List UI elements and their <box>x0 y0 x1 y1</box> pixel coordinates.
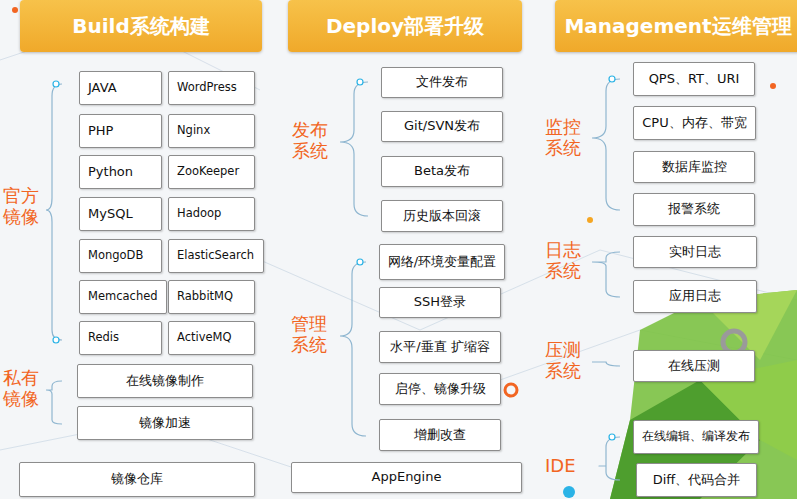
box-text: 数据库监控 <box>662 160 727 175</box>
box-text: 应用日志 <box>669 289 721 304</box>
image-box: MongoDB <box>79 239 162 273</box>
box-text: 在线镜像制作 <box>126 374 204 389</box>
box-text: 实时日志 <box>669 245 721 260</box>
feature-box: 文件发布 <box>381 67 503 98</box>
box-text: Python <box>88 165 133 180</box>
group-label-text: 发布系统 <box>292 119 328 161</box>
image-box: WordPress <box>168 71 255 105</box>
header-band: Management运维管理 <box>555 0 797 52</box>
group-label: 官方镜像 <box>3 186 43 227</box>
box-text: Memcached <box>88 290 158 303</box>
feature-box: QPS、RT、URI <box>633 62 755 96</box>
group-label: 管理系统 <box>291 314 331 355</box>
group-label-text: IDE <box>545 455 576 476</box>
box-text: Hadoop <box>177 207 221 220</box>
image-box: Python <box>79 155 162 189</box>
image-box: RabbitMQ <box>168 280 255 314</box>
group-label-text: 压测系统 <box>545 339 581 381</box>
box-text: ActiveMQ <box>177 331 232 344</box>
box-text: 水平/垂直 扩缩容 <box>390 340 490 355</box>
group-label: IDE <box>545 456 599 477</box>
box-text: Diff、代码合并 <box>653 473 741 488</box>
box-text: 报警系统 <box>668 202 720 217</box>
box-text: Nginx <box>177 124 210 137</box>
header-band: Deploy部署升级 <box>288 0 522 52</box>
feature-box: Beta发布 <box>381 156 503 187</box>
group-label: 日志系统 <box>545 240 585 281</box>
feature-box: 应用日志 <box>633 280 757 313</box>
image-box: MySQL <box>79 197 162 231</box>
box-text: PHP <box>88 124 113 139</box>
box-text: 启停、镜像升级 <box>395 382 486 397</box>
group-label-text: 日志系统 <box>545 239 581 281</box>
group-label: 发布系统 <box>292 120 332 161</box>
image-box: Hadoop <box>168 197 255 231</box>
header-band: Build系统构建 <box>20 0 262 52</box>
feature-box: CPU、内存、带宽 <box>633 106 756 140</box>
box-text: Management运维管理 <box>564 15 791 38</box>
box-text: ZooKeeper <box>177 165 239 178</box>
box-text: Git/SVN发布 <box>404 119 480 134</box>
box-text: 增删改查 <box>414 428 466 443</box>
group-label-text: 官方镜像 <box>3 185 39 227</box>
feature-box: 数据库监控 <box>633 151 755 183</box>
box-text: JAVA <box>88 81 117 96</box>
box-text: QPS、RT、URI <box>649 72 740 87</box>
feature-box: 在线压测 <box>633 350 755 382</box>
group-label: 私有镜像 <box>3 368 43 409</box>
image-box: Redis <box>79 321 162 355</box>
box-text: RabbitMQ <box>177 290 233 303</box>
box-text: 网络/环境变量配置 <box>388 255 496 270</box>
box-text: Deploy部署升级 <box>326 15 484 38</box>
box-text: ElasticSearch <box>177 249 254 262</box>
image-box: ElasticSearch <box>168 239 264 273</box>
group-label-text: 监控系统 <box>545 116 581 158</box>
box-text: 在线压测 <box>668 359 720 374</box>
feature-box: 实时日志 <box>633 236 757 268</box>
feature-box: 增删改查 <box>379 419 501 451</box>
box-text: AppEngine <box>372 470 442 485</box>
feature-box: 历史版本回滚 <box>381 200 503 232</box>
feature-box: 报警系统 <box>633 193 755 226</box>
image-box: ActiveMQ <box>168 321 255 355</box>
feature-box: 水平/垂直 扩缩容 <box>379 331 501 363</box>
box-text: 历史版本回滚 <box>403 209 481 224</box>
box-text: Redis <box>88 331 119 344</box>
box-text: SSH登录 <box>414 295 466 310</box>
feature-box: 在线镜像制作 <box>77 364 253 398</box>
feature-box: 在线编辑、编译发布 <box>633 420 759 454</box>
box-text: CPU、内存、带宽 <box>642 116 746 131</box>
feature-box: Diff、代码合并 <box>636 463 757 497</box>
image-box: Memcached <box>79 280 167 314</box>
box-text: WordPress <box>177 81 237 94</box>
image-box: PHP <box>79 114 162 148</box>
group-label: 压测系统 <box>545 340 585 381</box>
feature-box: 网络/环境变量配置 <box>379 244 505 280</box>
box-text: MongoDB <box>88 249 143 262</box>
feature-box: SSH登录 <box>379 287 501 318</box>
base-box: AppEngine <box>291 462 522 493</box>
box-text: Build系统构建 <box>72 15 210 38</box>
box-text: 文件发布 <box>416 75 468 90</box>
box-text: MySQL <box>88 207 133 222</box>
feature-box: 镜像加速 <box>77 406 253 440</box>
feature-box: 启停、镜像升级 <box>379 373 501 405</box>
base-box: 镜像仓库 <box>19 462 255 497</box>
group-label: 监控系统 <box>545 117 585 158</box>
image-box: Nginx <box>168 114 255 148</box>
box-text: 在线编辑、编译发布 <box>642 430 750 443</box>
group-label-text: 私有镜像 <box>3 367 39 409</box>
box-text: 镜像加速 <box>139 416 191 431</box>
image-box: ZooKeeper <box>168 155 255 189</box>
image-box: JAVA <box>79 71 162 105</box>
feature-box: Git/SVN发布 <box>381 111 503 142</box>
box-text: Beta发布 <box>414 164 470 179</box>
box-text: 镜像仓库 <box>111 472 163 487</box>
group-label-text: 管理系统 <box>291 313 327 355</box>
